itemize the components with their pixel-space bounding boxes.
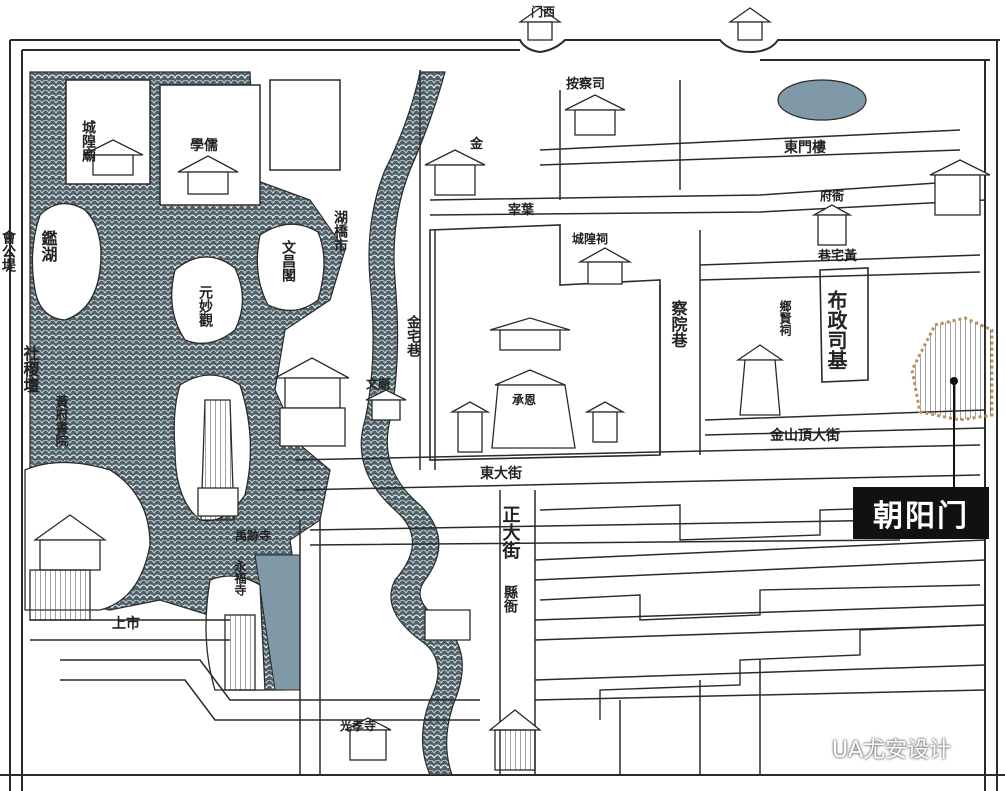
label-chenghuang: 城隍廟 bbox=[80, 119, 96, 163]
label-buzhengsi: 布政司基 bbox=[824, 289, 848, 370]
label-xianya: 縣衙 bbox=[502, 584, 519, 614]
chaoyang-gate-highlight bbox=[910, 316, 994, 487]
building-bottom-shrine bbox=[344, 717, 392, 761]
pond bbox=[777, 79, 867, 121]
building-dongmen-tower bbox=[929, 159, 991, 216]
label-chayuan: 察院巷 bbox=[669, 299, 689, 348]
label-top-gate: 门西 bbox=[531, 4, 555, 19]
wechat-icon bbox=[787, 734, 824, 761]
building-pagoda bbox=[197, 399, 239, 521]
label-yuanmiao: 元妙觀 bbox=[197, 285, 213, 328]
building-left-shrine bbox=[449, 401, 491, 453]
building-bottom-pagoda bbox=[488, 709, 542, 771]
building-wenmiao bbox=[365, 389, 407, 421]
label-jinzhaixiang: 金宅巷 bbox=[405, 314, 422, 358]
label-shangzhai: 宰葉 bbox=[508, 202, 535, 218]
label-xiangshen: 鄉賢祠 bbox=[778, 299, 792, 337]
building-anchasi bbox=[564, 94, 626, 136]
watermark: UA尤安设计 bbox=[786, 728, 951, 768]
label-shangshi: 上市 bbox=[112, 615, 140, 632]
label-yuanci: 巷宅黃 bbox=[817, 248, 857, 264]
label-guang: 光孝寺 bbox=[339, 718, 376, 733]
watermark-text: UA尤安设计 bbox=[832, 738, 952, 763]
label-school: 學儒 bbox=[190, 137, 218, 154]
label-huqiao: 湖橋市 bbox=[332, 210, 348, 253]
building-xiangshen bbox=[577, 247, 633, 285]
label-qiaozhen: 禹跡寺 bbox=[235, 528, 271, 543]
building-chenghuang bbox=[82, 139, 144, 176]
city-wall bbox=[0, 39, 1005, 791]
building-xiangzhai bbox=[811, 204, 853, 246]
building-zhonglou bbox=[274, 357, 350, 447]
label-chashi: 按察司 bbox=[566, 76, 605, 92]
label-yongfu: 永福寺 bbox=[233, 559, 247, 597]
buildings bbox=[29, 7, 991, 771]
label-chenxiang: 承恩 bbox=[512, 392, 536, 407]
building-school bbox=[177, 155, 239, 195]
building-north-gate-2 bbox=[727, 7, 773, 41]
building-right-shrine bbox=[584, 401, 626, 443]
label-huangsi: 黃府書院 bbox=[53, 394, 70, 448]
label-sheji: 社稷壇 bbox=[21, 344, 41, 394]
label-wenjia: 文廟 bbox=[366, 376, 390, 391]
central-compound bbox=[429, 224, 869, 461]
building-south-tower bbox=[224, 614, 256, 691]
label-fuci: 府衙 bbox=[820, 188, 844, 203]
label-mingsi: 城隍祠 bbox=[572, 231, 608, 246]
label-cao-hu: 鑑湖 bbox=[39, 229, 58, 263]
label-dongmen: 東門樓 bbox=[784, 139, 826, 156]
building-west-gate bbox=[29, 514, 108, 621]
building-east-shrine bbox=[735, 344, 785, 416]
chaoyang-gate-label: 朝阳门 bbox=[853, 487, 989, 539]
label-jin: 金 bbox=[469, 136, 484, 152]
label-jinshanding: 金山頂大街 bbox=[769, 427, 840, 444]
label-huiguan: 會公堤 bbox=[0, 229, 17, 273]
building-huagate bbox=[424, 149, 486, 196]
map-text-labels: 门西 城隍廟 學儒 湖橋市 文昌閣 元妙觀 宰葉 金宅巷 文廟 察院巷 布政司基… bbox=[0, 4, 857, 733]
building-bridge bbox=[424, 609, 471, 641]
streets bbox=[30, 70, 986, 775]
enclosures bbox=[65, 79, 341, 206]
building-north-gate-1 bbox=[517, 7, 563, 41]
label-wenchangge: 文昌閣 bbox=[280, 239, 296, 283]
label-zhengda: 正大街 bbox=[500, 505, 522, 560]
building-yuanmiao bbox=[489, 317, 576, 449]
islands bbox=[24, 203, 325, 691]
canal bbox=[360, 71, 463, 776]
stepped-blocks bbox=[539, 504, 981, 720]
label-dongdajie: 東大街 bbox=[480, 465, 522, 482]
